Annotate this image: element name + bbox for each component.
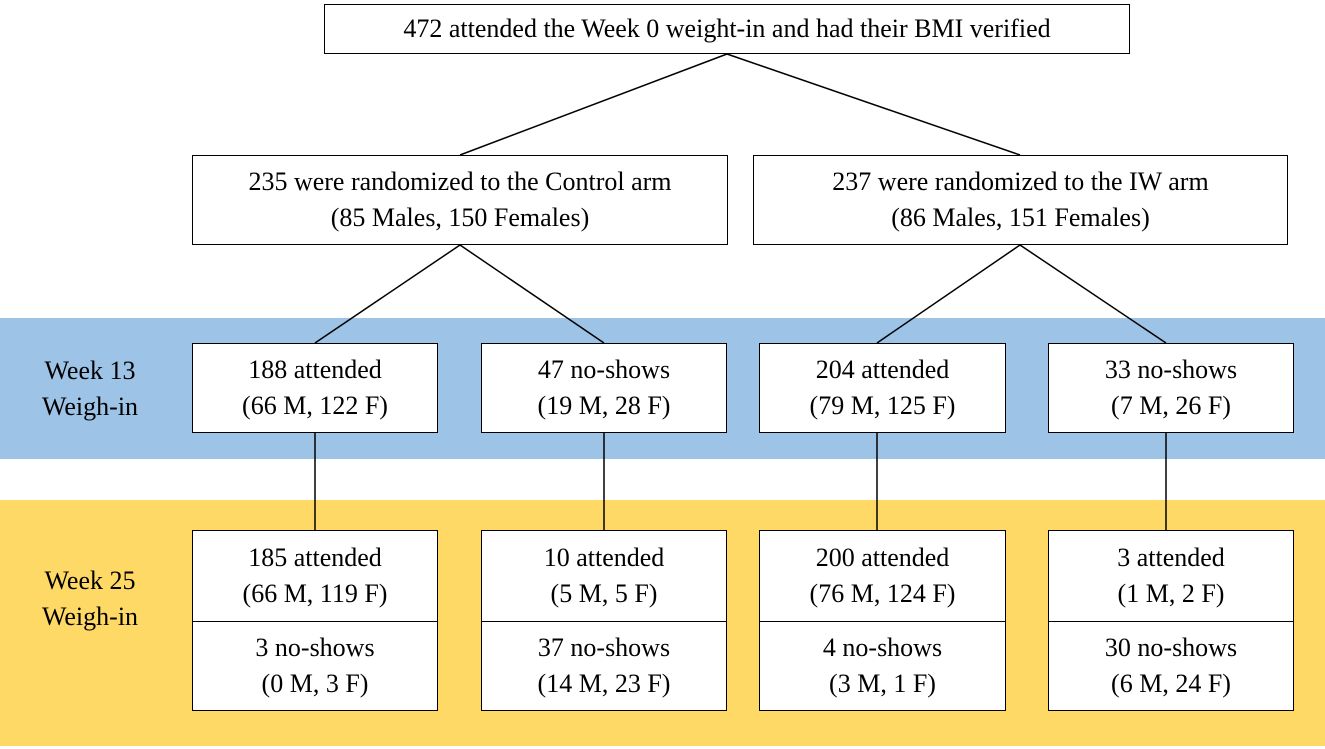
control-arm-line2: (85 Males, 150 Females) [330,203,590,232]
week13-label-line1: Week 13 [44,356,136,385]
week13-box-line2: (66 M, 122 F) [242,391,388,420]
week25-attended-cell: 200 attended (76 M, 124 F) [760,531,1005,622]
week25-label-line2: Weigh-in [41,602,139,631]
iw-arm-line2: (86 Males, 151 Females) [891,203,1150,232]
iw-arm-box: 237 were randomized to the IW arm (86 Ma… [753,155,1288,245]
week25-noshow-cell: 4 no-shows (3 M, 1 F) [760,621,1005,710]
week13-box-line1: 47 no-shows [537,355,671,384]
week25-noshow-line1: 30 no-shows [1104,632,1238,662]
week13-box-line1: 188 attended [248,355,382,384]
week25-noshow-cell: 3 no-shows (0 M, 3 F) [193,621,437,710]
week25-attended-cell: 185 attended (66 M, 119 F) [193,531,437,622]
control-arm-line1: 235 were randomized to the Control arm [248,167,672,196]
week25-label-line1: Week 25 [44,566,136,595]
root-text: 472 attended the Week 0 weight-in and ha… [403,14,1051,43]
week13-label-line2: Weigh-in [41,392,139,421]
week13-box-iw-attended: 204 attended (79 M, 125 F) [759,343,1006,433]
week13-box-line1: 204 attended [815,355,950,384]
week13-box-control-noshow: 47 no-shows (19 M, 28 F) [481,343,727,433]
root-box: 472 attended the Week 0 weight-in and ha… [324,4,1130,54]
week25-noshow-line1: 3 no-shows [255,632,375,662]
week25-attended-line2: (1 M, 2 F) [1117,579,1225,608]
week13-box-control-attended: 188 attended (66 M, 122 F) [192,343,438,433]
week25-attended-line2: (66 M, 119 F) [242,579,388,608]
connector-root-iw [726,53,1021,156]
week25-attended-line2: (5 M, 5 F) [550,579,658,608]
week25-noshow-line1: 4 no-shows [822,632,943,662]
week13-box-line2: (19 M, 28 F) [537,391,671,420]
week25-attended-line1: 185 attended [248,543,382,572]
week25-noshow-line2: (14 M, 23 F) [537,668,671,698]
week25-attended-cell: 10 attended (5 M, 5 F) [482,531,726,622]
week25-noshow-line1: 37 no-shows [537,632,671,662]
week13-box-line2: (7 M, 26 F) [1111,391,1231,420]
week25-noshow-line2: (3 M, 1 F) [829,668,936,698]
week25-box-iw-noshow: 3 attended (1 M, 2 F) 30 no-shows (6 M, … [1048,530,1294,711]
iw-arm-line1: 237 were randomized to the IW arm [832,167,1209,196]
connector-iw-noshow [1019,244,1167,344]
connector-control-attended [314,244,461,344]
connector-control-noshow [459,244,605,344]
week25-box-iw-attended: 200 attended (76 M, 124 F) 4 no-shows (3… [759,530,1006,711]
week25-attended-cell: 3 attended (1 M, 2 F) [1049,531,1293,622]
week25-noshow-cell: 37 no-shows (14 M, 23 F) [482,621,726,710]
week25-attended-line1: 10 attended [543,543,665,572]
week25-noshow-line2: (6 M, 24 F) [1111,668,1231,698]
week25-noshow-line2: (0 M, 3 F) [261,668,369,698]
week25-attended-line1: 200 attended [815,543,950,572]
week25-box-control-attended: 185 attended (66 M, 119 F) 3 no-shows (0… [192,530,438,711]
control-arm-box: 235 were randomized to the Control arm (… [192,155,728,245]
week25-noshow-cell: 30 no-shows (6 M, 24 F) [1049,621,1293,710]
week25-attended-line2: (76 M, 124 F) [809,579,956,608]
connector-iw-attended [876,244,1021,344]
week13-label: Week 13 Weigh-in [10,353,170,425]
week13-box-line2: (79 M, 125 F) [809,391,956,420]
connector-root-control [459,53,728,156]
week13-box-line1: 33 no-shows [1104,355,1238,384]
week25-box-control-noshow: 10 attended (5 M, 5 F) 37 no-shows (14 M… [481,530,727,711]
week25-label: Week 25 Weigh-in [10,563,170,635]
week13-box-iw-noshow: 33 no-shows (7 M, 26 F) [1048,343,1294,433]
week25-attended-line1: 3 attended [1117,543,1225,572]
